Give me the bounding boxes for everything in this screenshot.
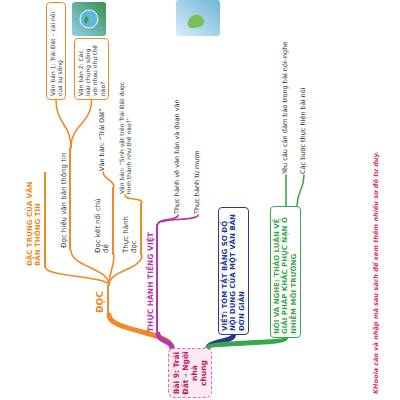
subtopic-label: Đọc hiểu văn bản thông tin bbox=[60, 148, 71, 250]
node-text: Đọc hiểu văn bản thông tin bbox=[60, 150, 68, 248]
node-text: Bài 9: Trái Đất – Ngôi nhà chung bbox=[172, 351, 208, 395]
map-picture bbox=[176, 0, 220, 36]
leaf-text: Văn bản: “Sinh vật trên Trái Đất được hì… bbox=[118, 70, 132, 195]
branch-connector bbox=[56, 100, 71, 148]
text-box: Văn bản 1: Trái Đất – cái nôi của sự sốn… bbox=[46, 2, 66, 100]
branch-connector bbox=[285, 175, 287, 206]
node-text: Thực hành về văn bản và đoạn văn bbox=[174, 94, 182, 214]
branch-connector bbox=[208, 338, 286, 348]
branch-connector bbox=[46, 268, 109, 285]
branch-connector bbox=[297, 175, 304, 206]
island-symbol bbox=[187, 15, 204, 28]
text-box: Văn bản 2: Các loài chung sống với nhau … bbox=[74, 38, 109, 100]
branch-label: ĐỌC bbox=[95, 285, 109, 315]
topic-box: NÓI VÀ NGHE: THẢO LUẬN VỀ GIẢI PHÁP KHẮC… bbox=[270, 206, 301, 338]
branch-label: THỰC HÀNH TIẾNG VIỆT bbox=[146, 224, 158, 334]
node-text: Văn bản: “Sinh vật trên Trái Đất được hì… bbox=[118, 71, 132, 194]
branch-connector bbox=[71, 250, 109, 285]
leaf-text: Thực hành về văn bản và đoạn văn bbox=[174, 93, 182, 215]
node-text: Văn bản 1: Trái Đất – cái nôi của sự sốn… bbox=[49, 6, 63, 96]
node-text: Văn bản: “Trái Đất” bbox=[99, 101, 107, 171]
node-text: Thực hành đọc bbox=[122, 205, 139, 253]
node-text: Đọc kết nối chủ đề bbox=[94, 189, 111, 253]
node-text: VIẾT: TÓM TẮT BẰNG SƠ ĐỒ NỘI DUNG CỦA MỘ… bbox=[221, 211, 246, 331]
topic-node: Bài 9: Trái Đất – Ngôi nhà chung bbox=[168, 348, 212, 398]
branch-connector bbox=[71, 100, 92, 148]
leaf-text: Văn bản: “Trái Đất” bbox=[99, 100, 107, 172]
node-text: Yêu cầu cần đảm bảo trong bài nói–nghe bbox=[282, 34, 290, 174]
topic-box: ĐẶC TRƯNG CỦA VĂN BẢN THÔNG TIN bbox=[26, 172, 46, 268]
branch-connector bbox=[109, 255, 142, 285]
node-text: NÓI VÀ NGHE: THẢO LUẬN VỀ GIẢI PHÁP KHẮC… bbox=[273, 210, 298, 334]
earth-picture bbox=[72, 2, 106, 36]
globe-symbol bbox=[80, 10, 98, 28]
note-text: KHoola cào và nhập mã sau sách để xem th… bbox=[372, 64, 380, 394]
land-symbol bbox=[84, 16, 89, 24]
node-text: Văn bản 2: Các loài chung sống với nhau … bbox=[77, 42, 106, 96]
leaf-text: Các bước thực hiện bài nói bbox=[300, 83, 308, 175]
node-text: ĐẶC TRƯNG CỦA VĂN BẢN THÔNG TIN bbox=[26, 174, 43, 266]
branch-connector bbox=[158, 215, 198, 224]
subtopic-label: Đọc kết nối chủ đề bbox=[94, 187, 114, 255]
branch-connector bbox=[109, 315, 172, 348]
branch-connector bbox=[103, 172, 114, 187]
leaf-text: Thực hành từ mượn bbox=[194, 143, 202, 215]
leaf-text: Yêu cầu cần đảm bảo trong bài nói–nghe bbox=[282, 33, 290, 175]
subtopic-label: Thực hành đọc bbox=[122, 203, 142, 255]
node-text: THỰC HÀNH TIẾNG VIỆT bbox=[146, 226, 155, 332]
node-text: Các bước thực hiện bài nói bbox=[300, 84, 308, 174]
branch-connector bbox=[125, 195, 142, 203]
topic-box: VIẾT: TÓM TẮT BẰNG SƠ ĐỒ NỘI DUNG CỦA MỘ… bbox=[218, 207, 249, 335]
node-text: ĐỌC bbox=[95, 287, 106, 313]
branch-connector bbox=[158, 334, 172, 348]
node-text: Thực hành từ mượn bbox=[194, 144, 202, 214]
